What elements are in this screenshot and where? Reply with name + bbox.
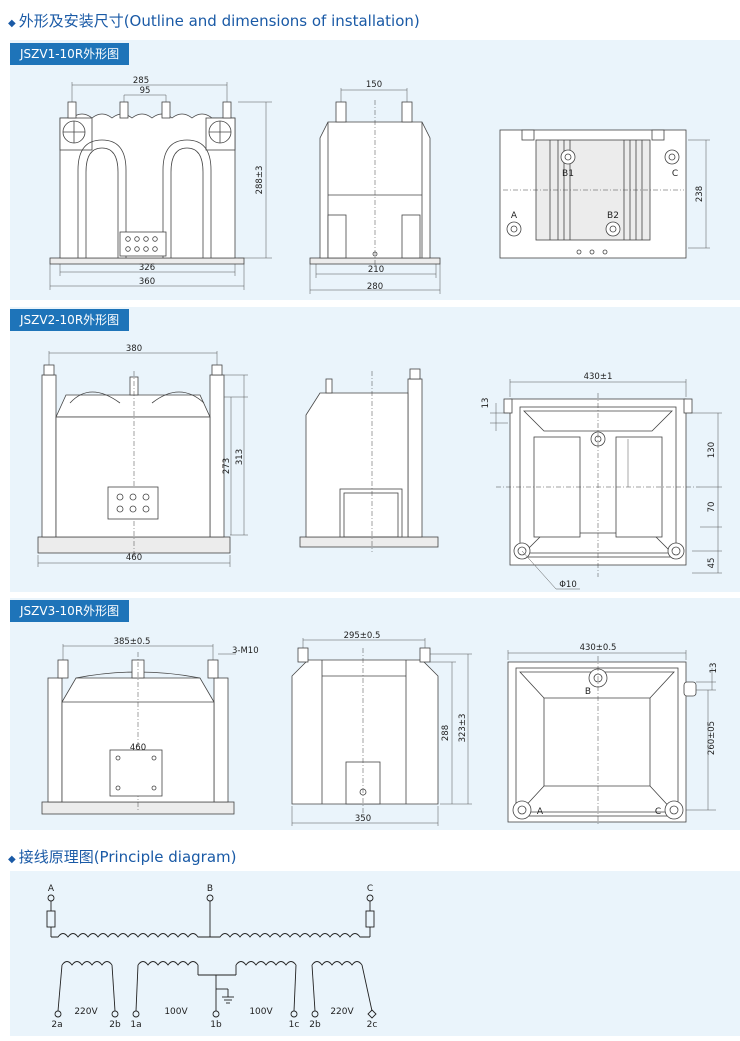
- jszv1-top-view: B1 C A B2 238: [499, 129, 710, 259]
- secondary-terminal-2b: 2b: [109, 1020, 121, 1030]
- diamond-bullet-icon: ◆: [8, 854, 16, 865]
- jszv2-dim-130: 130: [707, 442, 717, 458]
- jszv3-dim-460: 460: [130, 743, 146, 753]
- jszv3-dim-430: 430±0.5: [580, 643, 617, 653]
- jszv3-label: JSZV3-10R外形图: [10, 600, 130, 622]
- jszv3-dim-295: 295±0.5: [344, 631, 381, 641]
- jszv1-label: JSZV1-10R外形图: [10, 43, 130, 65]
- jszv1-dim-238: 238: [695, 186, 705, 202]
- jszv3-dim-385: 385±0.5: [114, 637, 151, 647]
- principle-diagram: A B C 220V 100V 100V 220V 2a 2b 1a 1b 1c…: [46, 884, 378, 1030]
- outline-section-title: ◆外形及安装尺寸(Outline and dimensions of insta…: [8, 12, 420, 30]
- voltage-100v-right: 100V: [249, 1007, 273, 1017]
- jszv1-terminal-a: A: [511, 211, 518, 221]
- jszv3-terminal-b: B: [585, 687, 591, 697]
- jszv1-dim-210: 210: [368, 265, 384, 275]
- jszv2-drawing: 380 273 313 460: [37, 344, 722, 590]
- jszv1-terminal-b1: B1: [562, 169, 574, 179]
- jszv1-dim-280: 280: [367, 282, 383, 292]
- jszv3-dim-350: 350: [355, 814, 371, 824]
- jszv2-top-view: 430±1 13 130 70 45 Φ10: [481, 372, 722, 590]
- jszv2-dim-45: 45: [707, 558, 717, 569]
- voltage-220v-left: 220V: [74, 1007, 98, 1017]
- jszv3-terminal-c: C: [655, 807, 661, 817]
- jszv1-panel: 285 95 288±3 326 360 150 210 280: [10, 40, 740, 300]
- voltage-100v-left: 100V: [164, 1007, 188, 1017]
- jszv1-terminal-c: C: [672, 169, 678, 179]
- diamond-bullet-icon: ◆: [8, 18, 16, 29]
- jszv2-dim-380: 380: [126, 344, 142, 354]
- jszv2-front-view: 380 273 313 460: [37, 344, 248, 567]
- jszv2-dim-13: 13: [481, 398, 491, 409]
- jszv1-dim-95: 95: [140, 86, 151, 96]
- jszv1-dim-326: 326: [139, 263, 155, 273]
- jszv1-dim-360: 360: [139, 277, 155, 287]
- jszv3-dim-13: 13: [709, 663, 719, 674]
- jszv3-dim-260: 260±05: [707, 721, 717, 755]
- jszv2-panel: 380 273 313 460: [10, 307, 740, 592]
- jszv1-dim-285: 285: [133, 76, 149, 86]
- principle-panel: A B C 220V 100V 100V 220V 2a 2b 1a 1b 1c…: [10, 871, 740, 1036]
- principle-section-title: ◆接线原理图(Principle diagram): [8, 848, 237, 866]
- primary-terminal-a: A: [48, 884, 55, 894]
- jszv2-side-view: [299, 368, 439, 552]
- jszv2-dim-313: 313: [235, 449, 245, 465]
- jszv3-panel: 385±0.5 3-M10 460 295±0.5 288: [10, 598, 740, 830]
- jszv1-front-view: 285 95 288±3 326 360: [49, 76, 272, 290]
- jszv1-dim-150: 150: [366, 80, 382, 90]
- secondary-terminal-1c: 1c: [289, 1020, 300, 1030]
- jszv2-dim-460: 460: [126, 553, 142, 563]
- jszv2-dim-70: 70: [707, 502, 717, 513]
- jszv3-top-view: 430±0.5 13 260±05 B A C: [507, 643, 719, 826]
- jszv3-dim-m10: 3-M10: [232, 646, 259, 656]
- jszv2-dim-430: 430±1: [584, 372, 613, 382]
- jszv3-side-view: 295±0.5 288 323±3 350: [291, 631, 472, 826]
- jszv3-terminal-a: A: [537, 807, 544, 817]
- jszv3-dim-288: 288: [441, 725, 451, 741]
- jszv3-front-view: 385±0.5 3-M10 460: [41, 637, 259, 815]
- voltage-220v-right: 220V: [330, 1007, 354, 1017]
- jszv2-label: JSZV2-10R外形图: [10, 309, 130, 331]
- secondary-terminal-2c: 2c: [367, 1020, 378, 1030]
- primary-terminal-b: B: [207, 884, 213, 894]
- jszv1-terminal-b2: B2: [607, 211, 619, 221]
- jszv2-dim-273: 273: [222, 458, 232, 474]
- secondary-terminal-1b: 1b: [210, 1020, 222, 1030]
- jszv1-side-view: 150 210 280: [309, 80, 441, 294]
- jszv3-dim-323: 323±3: [458, 714, 468, 743]
- jszv1-drawing: 285 95 288±3 326 360 150 210 280: [49, 76, 710, 294]
- jszv3-drawing: 385±0.5 3-M10 460 295±0.5 288: [41, 631, 719, 826]
- secondary-terminal-1a: 1a: [130, 1020, 141, 1030]
- secondary-terminal-2b-right: 2b: [309, 1020, 321, 1030]
- secondary-terminal-2a: 2a: [51, 1020, 62, 1030]
- jszv1-dim-288: 288±3: [255, 166, 265, 195]
- jszv2-dim-phi10: Φ10: [559, 580, 577, 590]
- primary-terminal-c: C: [367, 884, 373, 894]
